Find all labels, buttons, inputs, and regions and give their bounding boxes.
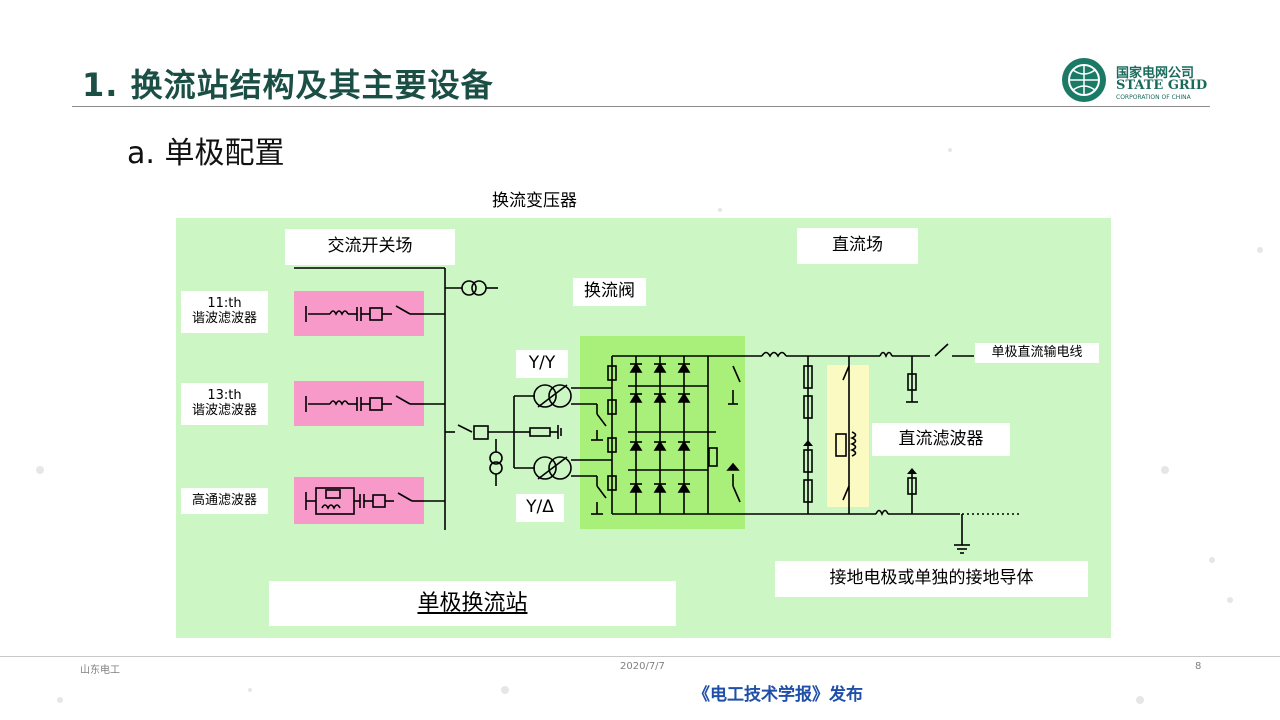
ac-switchyard-label: 交流开关场 <box>285 229 455 265</box>
journal-credit: 《电工技术学报》发布 <box>693 685 863 705</box>
logo-tagline: CORPORATION OF CHINA <box>1116 94 1191 101</box>
converter-valve-label: 换流阀 <box>573 278 646 306</box>
dc-line-label: 单极直流输电线 <box>975 343 1099 363</box>
filter-13th-label: 13:th 谐波滤波器 <box>181 383 268 425</box>
dc-filter-block <box>827 365 869 507</box>
filter-11th-label: 11:th 谐波滤波器 <box>181 291 268 333</box>
highpass-filter-label: 高通滤波器 <box>181 488 268 514</box>
grounding-label: 接地电极或单独的接地导体 <box>775 561 1088 597</box>
yd-winding-label: Y/Δ <box>516 494 564 522</box>
station-label-box: 单极换流站 <box>269 581 676 626</box>
dc-yard-label: 直流场 <box>797 228 918 264</box>
state-grid-logo <box>1062 58 1106 102</box>
logo-name-cn: 国家电网公司 <box>1116 66 1195 81</box>
footer-divider <box>0 656 1280 657</box>
station-label: 单极换流站 <box>417 590 528 616</box>
footer-company: 山东电工 <box>80 665 120 676</box>
converter-transformer-label: 换流变压器 <box>492 191 577 211</box>
yy-winding-label: Y/Y <box>516 350 568 378</box>
footer-page-number: 8 <box>1195 661 1202 672</box>
slide-title: 1. 换流站结构及其主要设备 <box>82 66 494 104</box>
logo-name-en: STATE GRID <box>1116 78 1208 93</box>
dc-filter-label: 直流滤波器 <box>872 423 1010 456</box>
footer-date: 2020/7/7 <box>620 661 665 672</box>
title-divider <box>72 106 1210 107</box>
slide-subtitle: a. 单极配置 <box>127 136 285 171</box>
